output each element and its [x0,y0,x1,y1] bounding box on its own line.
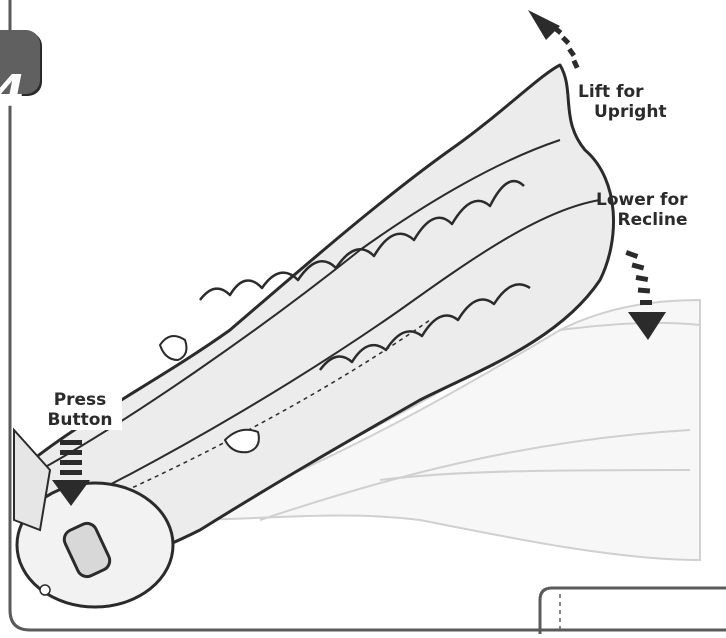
step-number: 4 [0,66,25,117]
arrow-up-icon [528,10,580,69]
inset-corner [540,588,726,634]
press-label: Press Button [38,390,122,430]
step-badge: 4 [0,30,40,94]
lower-label: Lower for Recline [596,190,688,230]
lift-label: Lift for Upright [578,82,667,122]
